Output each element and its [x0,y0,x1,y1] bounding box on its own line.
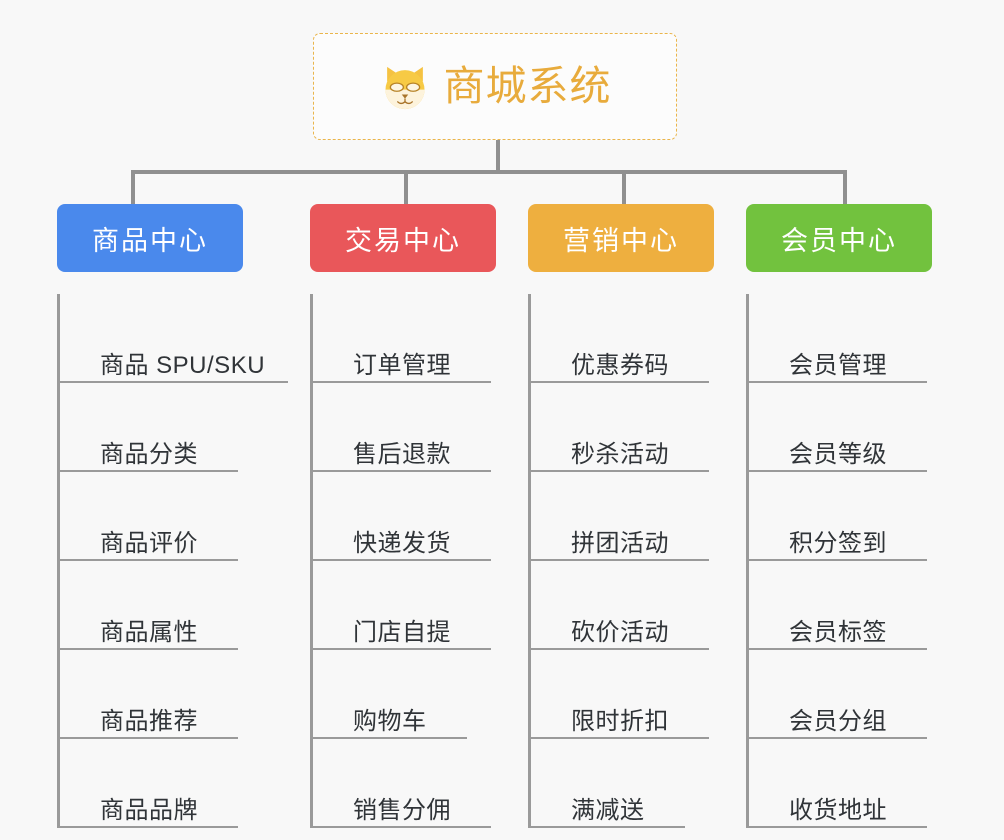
leaf-item-label: 商品属性 [100,618,198,646]
category-header-marketing-center[interactable]: 营销中心 [528,204,714,272]
leaf-item[interactable]: 限时折扣 [531,650,714,739]
leaf-item-label: 会员等级 [789,440,887,468]
leaf-item-underline [531,381,709,383]
connector-drop-marketing-center [622,170,626,206]
leaf-item-underline [749,559,927,561]
category-header-label: 交易中心 [345,225,461,256]
leaf-item-underline [749,381,927,383]
leaf-item-label: 订单管理 [353,351,451,379]
leaf-item-label: 优惠券码 [571,351,669,379]
leaf-item-label: 会员标签 [789,618,887,646]
leaf-list-member-center: 会员管理会员等级积分签到会员标签会员分组收货地址 [746,294,932,828]
leaf-item[interactable]: 商品属性 [60,561,265,650]
leaf-item[interactable]: 秒杀活动 [531,383,714,472]
leaf-item[interactable]: 积分签到 [749,472,932,561]
shiba-dog-face-icon [385,66,424,109]
leaf-item-label: 商品评价 [100,529,198,557]
leaf-item-underline [531,470,709,472]
leaf-item-underline [313,737,467,739]
leaf-item-underline [60,470,238,472]
leaf-item[interactable]: 拼团活动 [531,472,714,561]
leaf-item-label: 商品品牌 [100,796,198,824]
leaf-item-label: 销售分佣 [353,796,451,824]
leaf-item-label: 砍价活动 [571,618,669,646]
category-header-label: 商品中心 [92,225,208,256]
leaf-item-underline [749,648,927,650]
leaf-item[interactable]: 商品评价 [60,472,265,561]
leaf-item[interactable]: 快递发货 [313,472,496,561]
leaf-item-label: 商品推荐 [100,707,198,735]
category-header-member-center[interactable]: 会员中心 [746,204,932,272]
leaf-item[interactable]: 会员管理 [749,294,932,383]
leaf-item-label: 限时折扣 [571,707,669,735]
leaf-item-underline [531,559,709,561]
leaf-item[interactable]: 商品 SPU/SKU [60,294,288,383]
category-column-member-center: 会员中心会员管理会员等级积分签到会员标签会员分组收货地址 [746,204,932,828]
leaf-item-underline [313,648,491,650]
category-header-product-center[interactable]: 商品中心 [57,204,243,272]
leaf-item-underline [60,559,238,561]
leaf-item-label: 会员管理 [789,351,887,379]
leaf-item[interactable]: 收货地址 [749,739,932,828]
leaf-item-underline [531,826,685,828]
connector-drop-product-center [131,170,135,206]
category-header-trade-center[interactable]: 交易中心 [310,204,496,272]
leaf-item-underline [60,737,238,739]
leaf-item[interactable]: 会员等级 [749,383,932,472]
leaf-item-underline [60,648,238,650]
leaf-item-label: 售后退款 [353,440,451,468]
category-column-marketing-center: 营销中心优惠券码秒杀活动拼团活动砍价活动限时折扣满减送 [528,204,714,828]
leaf-item-underline [531,648,709,650]
leaf-item[interactable]: 商品分类 [60,383,265,472]
leaf-item-underline [749,826,927,828]
leaf-item-label: 秒杀活动 [571,440,669,468]
leaf-item-underline [60,826,238,828]
leaf-item-label: 收货地址 [789,796,887,824]
leaf-item-label: 会员分组 [789,707,887,735]
leaf-list-marketing-center: 优惠券码秒杀活动拼团活动砍价活动限时折扣满减送 [528,294,714,828]
leaf-item-label: 门店自提 [353,618,451,646]
leaf-item-label: 快递发货 [353,529,451,557]
leaf-item[interactable]: 砍价活动 [531,561,714,650]
leaf-item-label: 购物车 [353,707,427,735]
leaf-item[interactable]: 满减送 [531,739,714,828]
leaf-item[interactable]: 商品推荐 [60,650,265,739]
category-column-trade-center: 交易中心订单管理售后退款快递发货门店自提购物车销售分佣 [310,204,496,828]
leaf-item[interactable]: 门店自提 [313,561,496,650]
leaf-item-underline [313,470,491,472]
leaf-item-label: 商品分类 [100,440,198,468]
connector-drop-trade-center [404,170,408,206]
leaf-item-underline [60,381,288,383]
leaf-item[interactable]: 会员标签 [749,561,932,650]
leaf-item-underline [531,737,709,739]
leaf-list-product-center: 商品 SPU/SKU 商品分类商品评价商品属性商品推荐商品品牌 [57,294,288,828]
connector-root-stem [496,140,500,174]
leaf-item-label: 商品 SPU/SKU [100,351,266,379]
leaf-item[interactable]: 优惠券码 [531,294,714,383]
root-node[interactable]: 商城系统 [313,33,677,140]
leaf-list-trade-center: 订单管理售后退款快递发货门店自提购物车销售分佣 [310,294,496,828]
category-header-label: 会员中心 [781,225,897,256]
category-column-product-center: 商品中心商品 SPU/SKU 商品分类商品评价商品属性商品推荐商品品牌 [57,204,288,828]
connector-bus-bar [131,170,847,174]
leaf-item[interactable]: 商品品牌 [60,739,265,828]
leaf-item[interactable]: 订单管理 [313,294,496,383]
leaf-item[interactable]: 售后退款 [313,383,496,472]
leaf-item-underline [749,737,927,739]
leaf-item-underline [313,826,491,828]
leaf-item[interactable]: 销售分佣 [313,739,496,828]
leaf-item[interactable]: 购物车 [313,650,496,739]
leaf-item-underline [313,381,491,383]
leaf-item-underline [749,470,927,472]
leaf-item[interactable]: 会员分组 [749,650,932,739]
root-title: 商城系统 [443,63,612,109]
leaf-item-label: 满减送 [571,796,645,824]
leaf-item-label: 拼团活动 [571,529,669,557]
leaf-item-label: 积分签到 [789,529,887,557]
connector-drop-member-center [843,170,847,206]
category-header-label: 营销中心 [563,225,679,256]
leaf-item-underline [313,559,491,561]
